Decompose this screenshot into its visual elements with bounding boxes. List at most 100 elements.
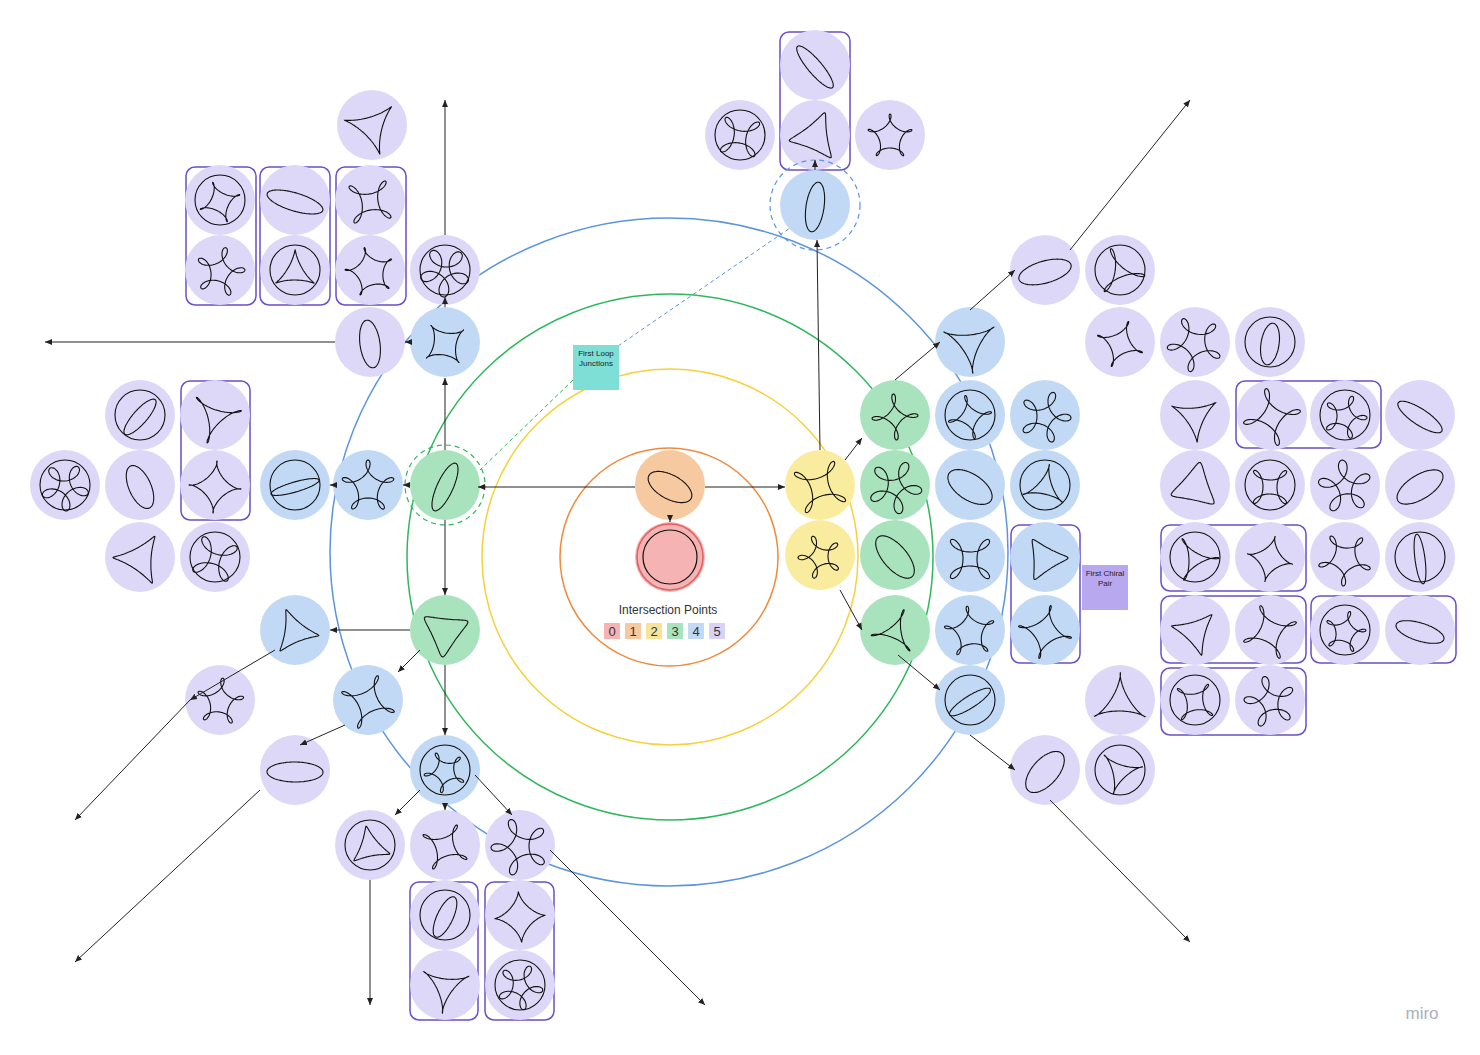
level-disk [105, 450, 175, 520]
curve [195, 175, 245, 225]
level-disk [1235, 595, 1305, 665]
curve [499, 966, 542, 1010]
curve [432, 463, 458, 511]
level-disk [780, 30, 850, 100]
curve [491, 820, 544, 875]
note-text: First Loop Junctions [575, 349, 617, 368]
curve [276, 250, 314, 283]
level-disk [410, 880, 480, 950]
level-disk [935, 307, 1005, 377]
curve [420, 890, 470, 940]
level-disk [935, 665, 1005, 735]
curve [876, 536, 915, 578]
legend-number: 1 [629, 624, 636, 639]
level-disk [1010, 380, 1080, 450]
arrow [475, 775, 512, 815]
level-disk [855, 100, 925, 170]
curve [1095, 245, 1145, 295]
curve [648, 471, 692, 502]
curve [200, 182, 239, 221]
level-disk [935, 522, 1005, 592]
arrow [817, 240, 820, 450]
arrow [478, 487, 635, 488]
curve [1319, 460, 1370, 511]
level-disk [1160, 665, 1230, 735]
level-disk [1235, 522, 1305, 592]
arrow [445, 805, 446, 810]
level-disk [30, 450, 100, 520]
curve [1397, 470, 1443, 504]
arrow [705, 487, 785, 488]
curve [424, 617, 468, 657]
curve [1171, 463, 1214, 505]
level-disk [935, 595, 1005, 665]
level-disk [180, 522, 250, 592]
level-disk [410, 595, 480, 665]
curve [495, 892, 545, 942]
curve [1320, 605, 1370, 655]
curve [715, 110, 765, 160]
curve [1023, 464, 1062, 502]
curve [871, 463, 922, 514]
level-disk [860, 380, 930, 450]
curve [797, 46, 834, 88]
watermark: miro [1403, 1004, 1440, 1024]
curve [126, 466, 153, 509]
arrow [970, 270, 1015, 310]
curve [1414, 534, 1426, 584]
level-disk [105, 522, 175, 592]
level-disk [780, 170, 850, 240]
level-disk [105, 380, 175, 450]
curve [345, 820, 395, 870]
curve [198, 678, 243, 723]
level-disk [1385, 450, 1455, 520]
curve [1172, 403, 1215, 442]
level-disk [337, 90, 407, 160]
curve [193, 537, 237, 581]
level-disk [1310, 595, 1380, 665]
curve [1248, 537, 1293, 582]
level-disk [1160, 595, 1230, 665]
arrow [445, 297, 446, 307]
legend-number: 0 [608, 624, 615, 639]
level-disk [1010, 522, 1080, 592]
level-disk [1085, 235, 1155, 305]
level-disk [260, 165, 330, 235]
curve [1167, 319, 1220, 372]
arrow [330, 630, 410, 631]
curve [1095, 745, 1145, 795]
curve [1327, 612, 1366, 652]
curve [270, 245, 320, 295]
curve [190, 532, 240, 582]
curve [1244, 389, 1301, 446]
arrow [300, 725, 345, 745]
legend-swatch: 3 [666, 622, 684, 640]
level-disk [1160, 307, 1230, 377]
level-disk [785, 450, 855, 520]
curve [948, 470, 992, 505]
curve [1395, 532, 1445, 582]
curve [1398, 401, 1442, 433]
arrow [403, 485, 410, 486]
legend-number: 2 [650, 624, 657, 639]
leader-line [618, 228, 790, 346]
arrow [898, 655, 940, 690]
curve [949, 396, 992, 439]
arrow [445, 665, 446, 735]
curve [868, 114, 912, 156]
level-disk [260, 450, 330, 520]
legend-swatch: 2 [645, 622, 663, 640]
level-disk [335, 307, 405, 377]
legend-swatch: 5 [708, 622, 726, 640]
level-disk [1235, 307, 1305, 377]
curve [270, 460, 320, 510]
level-disk [180, 380, 250, 450]
curve [798, 536, 838, 578]
curve [1320, 390, 1370, 440]
curve [424, 753, 463, 793]
level-disk [1385, 522, 1455, 592]
level-disk [935, 450, 1005, 520]
level-disk [260, 735, 330, 805]
curve [360, 320, 381, 368]
curve [113, 536, 155, 583]
